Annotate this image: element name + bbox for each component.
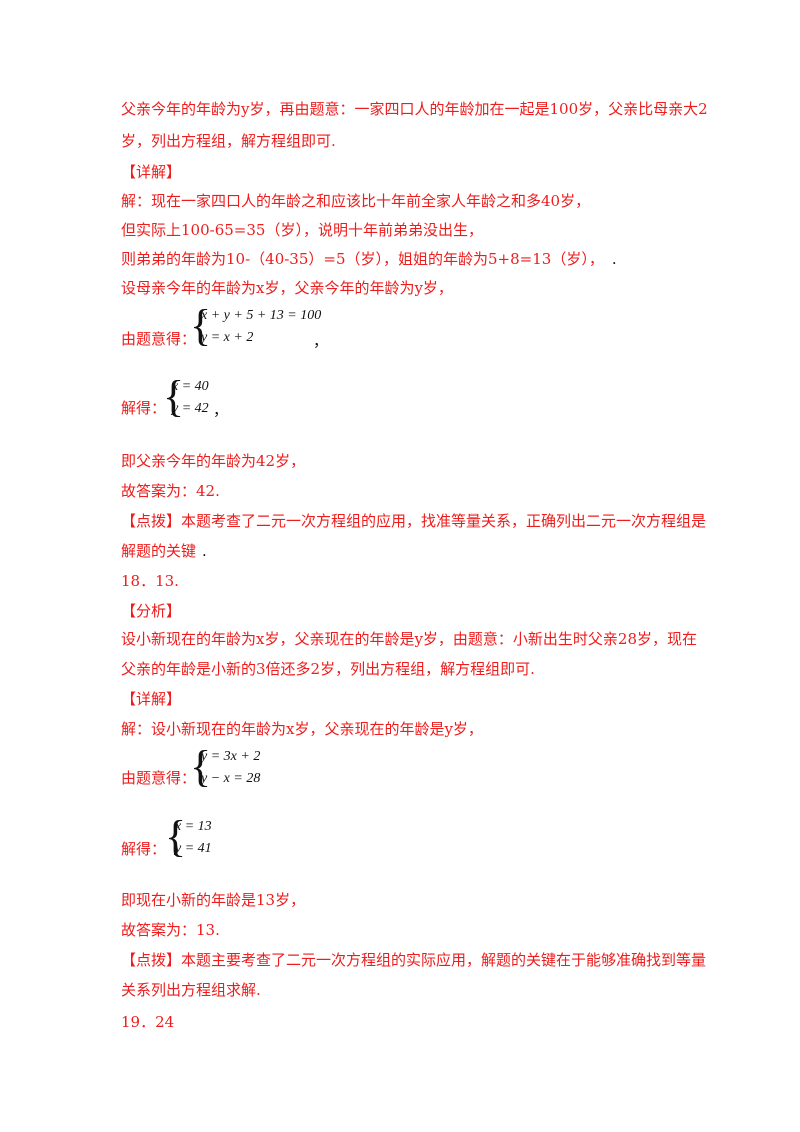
detail-line-5: 即父亲今年的年龄为42岁，: [121, 452, 306, 470]
tip-line-2-text: 解题的关键: [121, 542, 197, 560]
detail-line-3: 则弟弟的年龄为10-（40-35）=5（岁），姐姐的年龄为5+8=13（岁），.: [121, 249, 617, 269]
left-brace: {: [165, 812, 187, 861]
detail-line-2: 即现在小新的年龄是13岁，: [121, 891, 306, 909]
equation: y − x = 28: [201, 771, 261, 786]
system-1-label: 由题意得：: [121, 330, 197, 348]
equation: x = 40: [172, 379, 209, 394]
system-2-label: 解得：: [121, 840, 167, 858]
detail-line-6: 故答案为：42.: [121, 482, 220, 500]
detail-line-1: 解：设小新现在的年龄为x岁，父亲现在的年龄是y岁，: [121, 720, 483, 738]
analysis-heading: 【分析】: [121, 602, 182, 620]
comma: ，: [313, 332, 329, 350]
equation: x + y + 5 + 13 = 100: [201, 308, 322, 323]
tip-line-1: 【点拨】本题主要考查了二元一次方程组的实际应用，解题的关键在于能够准确找到等量: [121, 951, 707, 969]
detail-heading: 【详解】: [121, 163, 182, 181]
detail-heading: 【详解】: [121, 690, 182, 708]
comma: ，: [213, 401, 229, 419]
tip-line-1: 【点拨】本题考查了二元一次方程组的应用，找准等量关系，正确列出二元一次方程组是: [121, 512, 707, 530]
analysis-line-2: 岁，列出方程组，解方程组即可.: [121, 132, 336, 150]
tip-line-2: 关系列出方程组求解.: [121, 981, 261, 999]
stray-mark: .: [202, 542, 207, 560]
question-19-number: 19．24: [121, 1013, 175, 1031]
system-2-label: 解得：: [121, 399, 167, 417]
system-1-label: 由题意得：: [121, 769, 197, 787]
equation: y = 41: [175, 841, 212, 856]
detail-line-2: 但实际上100-65=35（岁），说明十年前弟弟没出生，: [121, 221, 483, 239]
equation: y = x + 2: [201, 330, 254, 345]
tip-line-2: 解题的关键.: [121, 541, 207, 561]
detail-line-3-text: 则弟弟的年龄为10-（40-35）=5（岁），姐姐的年龄为5+8=13（岁），: [121, 250, 604, 268]
detail-line-4: 设母亲今年的年龄为x岁，父亲今年的年龄为y岁，: [121, 279, 453, 297]
left-brace: {: [190, 742, 212, 791]
analysis-line-2: 父亲的年龄是小新的3倍还多2岁，列出方程组，解方程组即可.: [121, 660, 535, 678]
equation: x = 13: [175, 819, 212, 834]
detail-line-1: 解：现在一家四口人的年龄之和应该比十年前全家人年龄之和多40岁，: [121, 192, 591, 210]
left-brace: {: [190, 301, 212, 350]
left-brace: {: [163, 372, 185, 421]
equation: y = 42: [172, 401, 209, 416]
detail-line-3: 故答案为：13.: [121, 921, 220, 939]
analysis-line-1: 父亲今年的年龄为y岁，再由题意：一家四口人的年龄加在一起是100岁，父亲比母亲大…: [121, 100, 708, 118]
question-18-number: 18．13.: [121, 572, 179, 590]
equation: y = 3x + 2: [201, 749, 261, 764]
stray-mark: .: [611, 250, 617, 268]
analysis-line-1: 设小新现在的年龄为x岁，父亲现在的年龄是y岁，由题意：小新出生时父亲28岁，现在: [121, 630, 698, 648]
